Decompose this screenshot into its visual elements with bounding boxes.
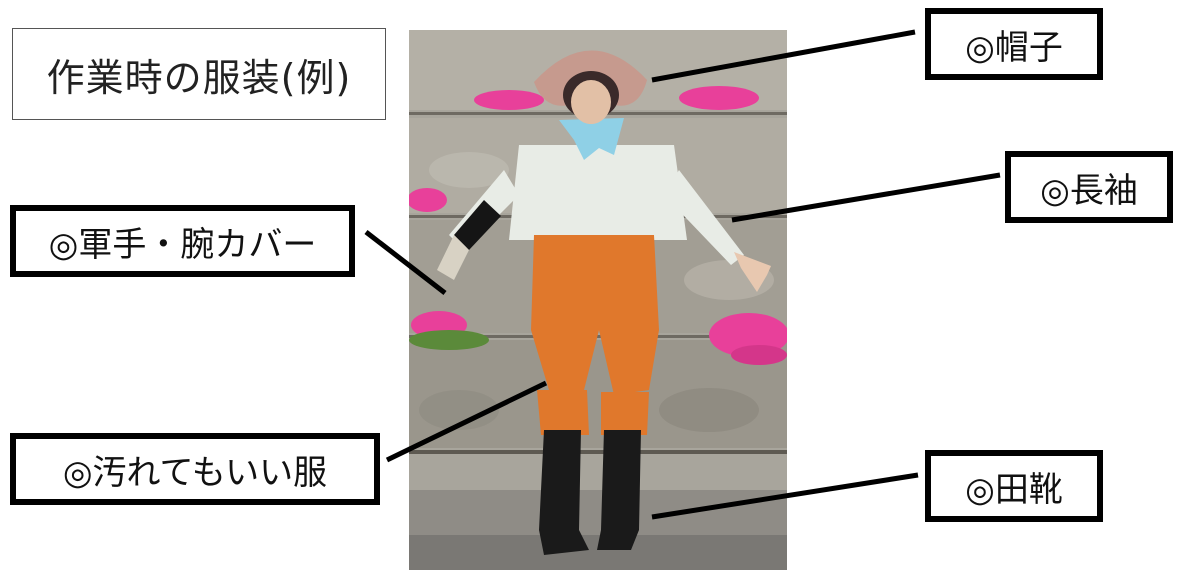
gloves-leader-line xyxy=(364,230,447,295)
callout-hat-text: ◎帽子 xyxy=(965,27,1063,68)
callout-boots: ◎田靴 xyxy=(925,450,1103,522)
rubber-boot-right xyxy=(597,430,641,550)
clothes-leader-line xyxy=(385,380,548,463)
callout-gloves-text: ◎軍手・腕カバー xyxy=(48,224,317,265)
callout-clothes-text: ◎汚れてもいい服 xyxy=(62,452,328,493)
right-hand xyxy=(734,252,771,292)
boots-leader-line xyxy=(651,472,919,520)
callout-clothes: ◎汚れてもいい服 xyxy=(10,433,380,505)
rubber-boot-left xyxy=(539,430,589,555)
work-outfit-photo xyxy=(409,30,787,570)
callout-boots-text: ◎田靴 xyxy=(965,469,1063,510)
neck-towel xyxy=(559,118,624,160)
diagram-title: 作業時の服装(例) xyxy=(12,28,386,120)
pink-flowers xyxy=(409,86,787,365)
callout-long-sleeves-text: ◎長袖 xyxy=(1040,170,1138,211)
callout-hat: ◎帽子 xyxy=(925,8,1103,80)
callout-long-sleeves: ◎長袖 xyxy=(1005,151,1173,223)
hat-leader-line xyxy=(651,29,916,83)
title-text: 作業時の服装(例) xyxy=(46,55,352,100)
right-sleeve xyxy=(664,170,744,265)
work-glove xyxy=(437,235,469,280)
long-sleeve-shirt xyxy=(509,145,687,240)
orange-pants xyxy=(531,235,659,395)
sleeve-leader-line xyxy=(731,172,1001,223)
callout-gloves-arm-covers: ◎軍手・腕カバー xyxy=(10,205,355,277)
arm-cover xyxy=(454,200,501,250)
